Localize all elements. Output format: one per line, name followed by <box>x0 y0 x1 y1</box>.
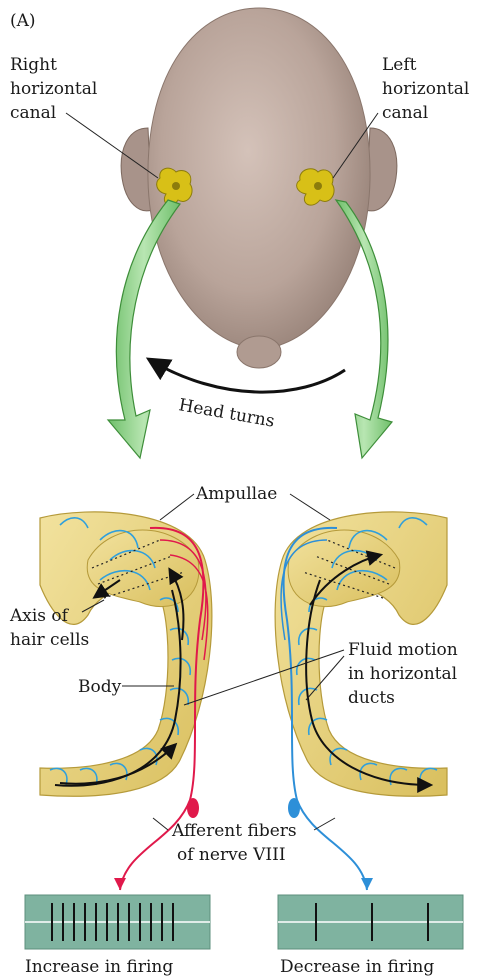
head <box>66 8 397 368</box>
blue-ganglion <box>288 798 300 818</box>
left-canal-label: Left horizontal canal <box>382 55 469 123</box>
red-ganglion <box>187 798 199 818</box>
svg-text:horizontal: horizontal <box>10 79 97 99</box>
svg-text:canal: canal <box>382 103 428 123</box>
afferent-label: Afferent fibers of nerve VIII <box>171 821 297 865</box>
right-canal-label: Right horizontal canal <box>10 55 97 123</box>
afferent-leader-right <box>314 818 335 830</box>
right-ear <box>121 128 152 211</box>
decrease-recording <box>278 895 463 949</box>
svg-text:Axis of: Axis of <box>9 606 70 626</box>
body-label: Body <box>78 677 122 697</box>
ampullae-leader-right <box>290 494 330 520</box>
afferent-leader-left <box>153 818 168 830</box>
svg-text:hair cells: hair cells <box>10 630 89 650</box>
ampullae-label: Ampullae <box>195 484 277 504</box>
svg-text:in horizontal: in horizontal <box>348 664 457 684</box>
svg-text:Afferent fibers: Afferent fibers <box>171 821 297 841</box>
panel-label: (A) <box>10 11 36 31</box>
nose <box>237 336 281 368</box>
fluid-label: Fluid motion in horizontal ducts <box>348 640 458 708</box>
svg-text:horizontal: horizontal <box>382 79 469 99</box>
svg-text:ducts: ducts <box>348 688 395 708</box>
blue-arrowhead-icon <box>361 878 373 890</box>
increase-recording <box>25 895 210 949</box>
right-duct <box>40 512 212 796</box>
ampullae-leader-left <box>160 494 194 520</box>
decrease-label: Decrease in firing <box>280 957 434 977</box>
svg-text:Fluid motion: Fluid motion <box>348 640 458 660</box>
left-ear <box>366 128 397 211</box>
increase-label: Increase in firing <box>25 957 173 977</box>
red-arrowhead-icon <box>114 878 126 890</box>
head-turns-label: Head turns <box>177 395 276 432</box>
svg-text:Left: Left <box>382 55 417 75</box>
svg-text:Right: Right <box>10 55 57 75</box>
svg-text:canal: canal <box>10 103 56 123</box>
svg-text:of nerve VIII: of nerve VIII <box>177 845 286 865</box>
